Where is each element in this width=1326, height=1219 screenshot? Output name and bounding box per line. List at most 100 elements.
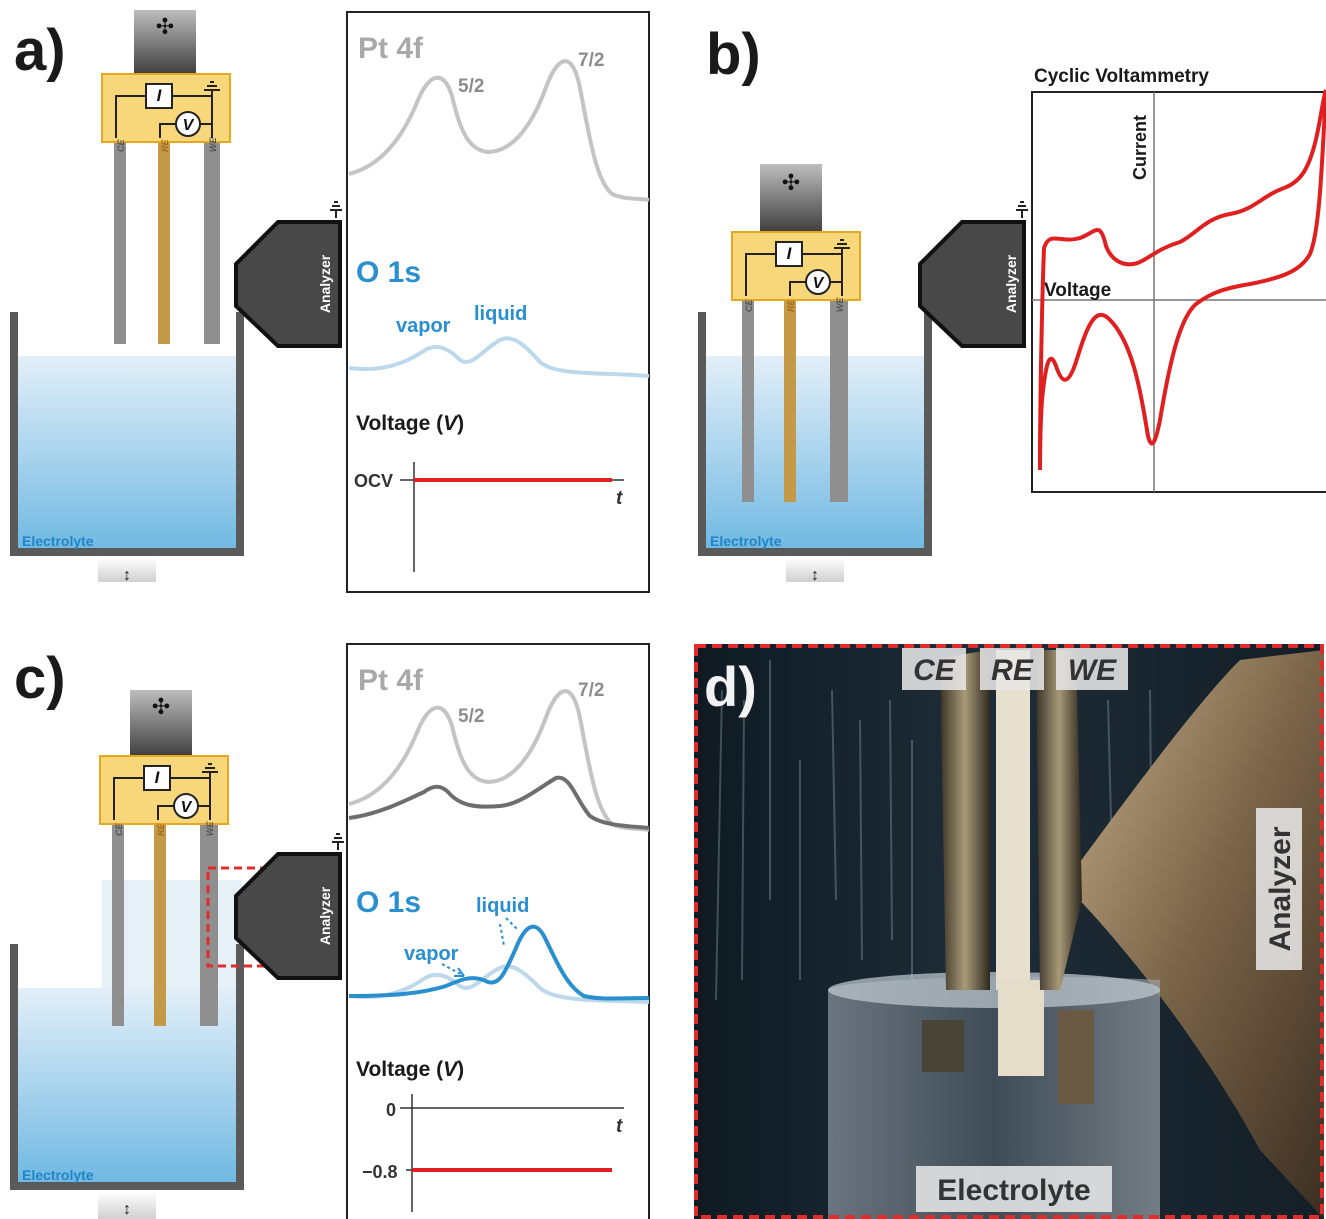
panel-a: a) ✣ Electrolyte ↕ I V CE RE WE Analyzer…: [10, 10, 650, 593]
panel-c: c) ✣ Electrolyte ↕ I V CE RE WE Analyzer…: [10, 643, 650, 1219]
electrolyte-label: Electrolyte: [22, 1167, 94, 1183]
panel-a-label: a): [14, 18, 66, 83]
ce-tag: CE: [744, 299, 754, 312]
potentiostat: [731, 231, 861, 301]
ce-tag: CE: [116, 139, 126, 152]
re-tag: RE: [156, 823, 166, 836]
pt-peak-52: 5/2: [458, 706, 484, 727]
liquid-label: liquid: [474, 303, 527, 325]
pt-peak-72: 7/2: [578, 50, 604, 71]
spectra-frame: [346, 643, 650, 1219]
panel-d-label: d): [704, 655, 757, 718]
tick-neg: −0.8: [362, 1162, 398, 1182]
manipulator-post: [134, 10, 196, 74]
electrode-re: [154, 824, 166, 1026]
cv-reverse-sweep: [1038, 89, 1326, 471]
manipulator-post: [130, 690, 192, 756]
photo-re-rod: [996, 650, 1030, 990]
electrode-re: [158, 142, 170, 344]
pt-peak-52: 5/2: [458, 76, 484, 97]
updown-arrow-icon: ↕: [123, 567, 131, 584]
electrode-ce: [112, 824, 124, 1026]
electrode-we: [204, 142, 220, 344]
photo-dashed-frame: [694, 644, 1324, 1219]
analyzer-label: Analyzer: [317, 254, 333, 313]
liquid-film: [102, 880, 242, 990]
ce-label-bg: [902, 648, 966, 690]
photo-ce-foil: [940, 650, 990, 990]
photo-electrolyte-label: Electrolyte: [937, 1174, 1090, 1207]
liquid-shift-arrow: [505, 917, 519, 931]
we-tag: WE: [208, 137, 218, 152]
beaker: [10, 312, 244, 556]
ground-icon: [332, 833, 344, 850]
photo-re-tip: [998, 980, 1044, 1076]
voltmeter-label: V: [181, 799, 193, 816]
electrode-we: [830, 300, 848, 502]
photo-re-label: RE: [991, 654, 1034, 687]
beaker-rim: [828, 972, 1160, 1008]
beaker-stage: [98, 558, 156, 582]
we-tag: WE: [835, 297, 845, 312]
electrode-re: [784, 300, 796, 502]
analyzer-cone-photo: [1064, 650, 1324, 1219]
panel-b-label: b): [706, 22, 761, 87]
cv-ylabel: Current: [1130, 115, 1150, 180]
analyzer-label: Analyzer: [317, 886, 333, 945]
re-tag: RE: [160, 139, 170, 152]
spectra-frame: [346, 11, 650, 593]
photo-we-foil: [1036, 650, 1082, 990]
analyzer-cone: [918, 220, 1026, 348]
pt-peak-72: 7/2: [578, 680, 604, 701]
zoom-box: [206, 866, 274, 968]
ocv-label: OCV: [354, 471, 393, 491]
voltmeter-label: V: [813, 275, 825, 292]
updown-arrow-icon: ↕: [811, 567, 819, 584]
voltmeter-label: V: [183, 117, 195, 134]
photo-ce-label: CE: [913, 654, 956, 687]
analyzer-cone: [234, 220, 342, 348]
ground-icon: [330, 201, 342, 218]
o1s-title: O 1s: [356, 256, 421, 289]
pt4f-title: Pt 4f: [358, 664, 424, 697]
panel-c-label: c): [14, 646, 66, 711]
we-label-bg: [1056, 648, 1128, 690]
pt-spectrum-after: [348, 775, 650, 830]
cv-title: Cyclic Voltammetry: [1034, 66, 1209, 87]
pt4f-title: Pt 4f: [358, 32, 424, 65]
cv-frame: [1031, 91, 1326, 493]
electrode-ce: [114, 142, 126, 344]
analyzer-label: Analyzer: [1003, 254, 1019, 313]
move-icon: ✣: [782, 170, 800, 195]
cv-xlabel: Voltage: [1044, 280, 1111, 301]
current-meter-label: I: [155, 768, 161, 787]
photo-we-submerged: [1058, 1010, 1094, 1104]
electrolyte-label: Electrolyte: [710, 533, 782, 549]
updown-arrow-icon: ↕: [123, 1201, 131, 1218]
panel-b: b) ✣ Electrolyte ↕ I V CE RE WE Analyzer…: [698, 22, 1326, 584]
analyzer-cone: [234, 852, 342, 980]
pt-spectrum-before: [348, 689, 650, 832]
current-meter-label: I: [787, 244, 793, 263]
liquid-shift-arrow: [499, 923, 505, 947]
o1s-spectrum: [348, 336, 650, 378]
vapor-label: vapor: [404, 943, 459, 965]
photo-analyzer-label: Analyzer: [1264, 826, 1297, 951]
cv-forward-sweep: [1038, 89, 1326, 471]
manipulator-post: [760, 164, 822, 232]
analyzer-label-bg: [1256, 808, 1302, 970]
electrolyte-liquid: [702, 356, 928, 552]
move-icon: ✣: [156, 14, 174, 39]
current-meter-label: I: [157, 86, 163, 105]
liquid-label: liquid: [476, 895, 529, 917]
beaker-stage: [786, 558, 844, 582]
beaker-stage: [98, 1192, 156, 1219]
panel-d: d) CE RE WE Analyzer Electrolyte: [694, 644, 1324, 1219]
re-label-bg: [980, 648, 1044, 690]
vapor-shift-arrowhead: [454, 967, 465, 977]
move-icon: ✣: [152, 694, 170, 719]
vapor-label: vapor: [396, 315, 451, 337]
electrolyte-label: Electrolyte: [22, 533, 94, 549]
potentiostat: [99, 755, 229, 825]
